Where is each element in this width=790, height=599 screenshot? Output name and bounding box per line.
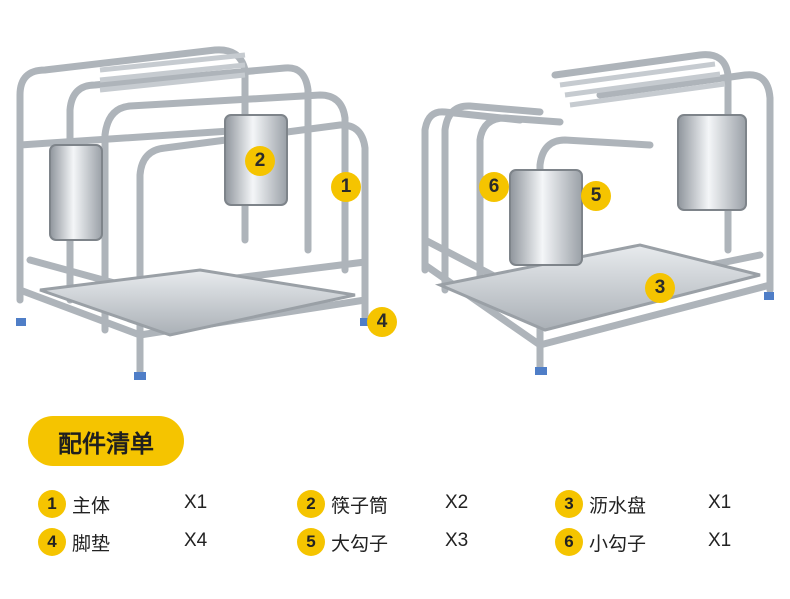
callout-2: 2 bbox=[245, 146, 275, 176]
callout-4: 4 bbox=[367, 307, 397, 337]
right-cup-2 bbox=[677, 114, 747, 211]
part-item-4: 4 脚垫 bbox=[38, 527, 110, 557]
part-qty-6: X1 bbox=[708, 530, 732, 551]
callout-6: 6 bbox=[479, 172, 509, 202]
product-photo bbox=[16, 46, 774, 380]
part-qty-2: X2 bbox=[445, 492, 469, 513]
part-item-6: 6 小勾子 bbox=[555, 527, 646, 557]
part-number-badge: 3 bbox=[555, 490, 583, 518]
part-item-2: 2 筷子筒 bbox=[297, 489, 388, 519]
left-rack bbox=[16, 46, 369, 379]
part-number-badge: 4 bbox=[38, 528, 66, 556]
right-top-slats bbox=[559, 61, 726, 108]
part-name: 大勾子 bbox=[331, 533, 389, 555]
part-name: 主体 bbox=[72, 495, 111, 517]
parts-list: 1 主体 X1 2 筷子筒 X2 3 沥水盘 X1 4 脚垫 X4 5 大勾子 … bbox=[0, 485, 790, 565]
part-name: 脚垫 bbox=[72, 533, 111, 555]
part-number-badge: 2 bbox=[297, 490, 325, 518]
left-cup-1 bbox=[49, 144, 103, 241]
right-drip-tray bbox=[434, 243, 761, 332]
part-name: 筷子筒 bbox=[331, 495, 389, 517]
part-item-3: 3 沥水盘 bbox=[555, 489, 646, 519]
part-number-badge: 1 bbox=[38, 490, 66, 518]
part-item-1: 1 主体 bbox=[38, 489, 110, 519]
callout-3: 3 bbox=[645, 273, 675, 303]
part-qty-4: X4 bbox=[184, 530, 208, 551]
callout-1: 1 bbox=[331, 172, 361, 202]
left-drip-tray bbox=[39, 268, 356, 337]
callout-5: 5 bbox=[581, 181, 611, 211]
part-number-badge: 5 bbox=[297, 528, 325, 556]
part-qty-5: X3 bbox=[445, 530, 469, 551]
part-qty-1: X1 bbox=[184, 492, 208, 513]
part-number-badge: 6 bbox=[555, 528, 583, 556]
part-name: 沥水盘 bbox=[589, 495, 647, 517]
part-name: 小勾子 bbox=[589, 533, 647, 555]
section-title: 配件清单 bbox=[28, 416, 184, 466]
left-top-slats bbox=[99, 52, 246, 93]
part-item-5: 5 大勾子 bbox=[297, 527, 388, 557]
right-cup-1 bbox=[509, 169, 583, 266]
part-qty-3: X1 bbox=[708, 492, 732, 513]
